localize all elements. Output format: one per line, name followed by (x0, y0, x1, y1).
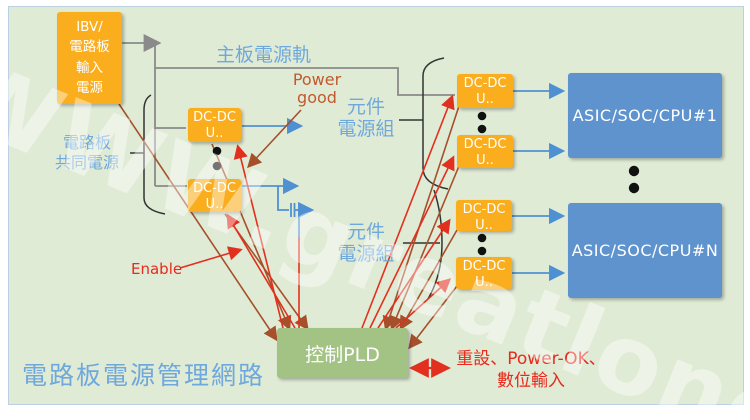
ibv-monitor-line (118, 103, 278, 342)
component-group-line: 元件 (346, 96, 386, 118)
ibv-box-label: IBV/ (76, 19, 103, 35)
control-pld-label: 控制PLD (305, 343, 380, 366)
power-good-pointer-arrow (247, 109, 302, 169)
ibv-box-label: 輸入 (76, 59, 103, 76)
dcdc-box-label: DC-DC (193, 181, 236, 196)
control-pld-box: 控制PLD (277, 328, 408, 378)
power-good-label-line: Power (292, 70, 342, 89)
dcdcB1-monitor-line (399, 229, 458, 331)
dcdcA2-monitor-line (389, 165, 460, 331)
brace-board-common (143, 94, 166, 215)
dcdcA1-monitor-line (382, 105, 460, 331)
ibv-input-power-box: IBV/ 電路板 輸入 電源 (57, 12, 122, 104)
main-rail-label: 主板電源軌 (216, 44, 312, 66)
ibv-box-label: 電源 (76, 79, 103, 96)
enable-dcdcB2 (395, 278, 452, 329)
reset-io-line: 重設、Power-OK、 (456, 349, 606, 369)
asic1-box: ASIC/SOC/CPU#1 (568, 73, 722, 158)
dcdc-box-label: DC-DC (462, 202, 506, 217)
dcdc-box-label: DC-DC (462, 259, 506, 274)
dcdcB2-monitor-line (408, 285, 458, 350)
component-group-line: 元件 (346, 221, 386, 243)
reset-io-line: 數位輸入 (497, 371, 565, 392)
dcdc-box-label: U.. (205, 197, 224, 213)
dcdc-box-label: U.. (476, 92, 494, 108)
ellipsis-dots (212, 111, 640, 256)
mosfet-icon (290, 203, 306, 237)
component-group-line: 電源組 (337, 117, 395, 140)
enable-dcdcB1 (377, 218, 451, 329)
component-group-label-lower: 元件 電源組 (337, 221, 395, 266)
enable-dcdcA1 (361, 94, 455, 329)
dcdc-box-label: U.. (475, 275, 493, 291)
enable-dcdcA2 (369, 155, 455, 329)
brace-upper-group (422, 57, 449, 190)
enable-lines (179, 94, 455, 378)
dcdc-box-label: U.. (205, 126, 224, 142)
brace-lower-group (427, 189, 443, 300)
enable-label: Enable (131, 260, 183, 278)
dcdc-box-label: DC-DC (463, 137, 507, 152)
power-good-label-line: good (297, 88, 337, 108)
component-group-label-upper: 元件 電源組 (337, 96, 395, 141)
main-rail-line (155, 67, 455, 96)
enable-dcdc2 (226, 213, 296, 329)
dcdc-converter-box-left1: DC-DC U.. (188, 108, 241, 142)
component-group-line: 電源組 (337, 242, 395, 265)
dcdc-converter-box-rightB2: DC-DC U.. (456, 257, 512, 291)
dcdc2-branch-down (277, 186, 289, 211)
dcdc-box-label: U.. (475, 218, 493, 234)
enable-pointer-arrow (179, 246, 243, 269)
reset-io-label: 重設、Power-OK、 數位輸入 (452, 348, 610, 392)
blue-output-arrows (242, 82, 566, 282)
dcdc-converter-box-rightB1: DC-DC U.. (456, 200, 512, 234)
board-common-power-label: 電路板 共同電源 (55, 133, 119, 173)
diagram-title: 電路板電源管理網路 (22, 361, 266, 390)
power-good-label: Power good (292, 70, 342, 108)
grouping-braces (130, 57, 449, 300)
dcdc-box-label: DC-DC (463, 76, 507, 91)
asicN-box-label: ASIC/SOC/CPU#N (571, 241, 719, 260)
board-common-line: 電路板 (62, 133, 112, 152)
asicN-box: ASIC/SOC/CPU#N (568, 203, 722, 298)
dcdc-box-label: DC-DC (193, 110, 236, 125)
enable-dcdc1 (233, 144, 284, 329)
board-common-line: 共同電源 (54, 153, 120, 172)
dcdc-converter-box-rightA1: DC-DC U.. (457, 74, 513, 108)
power-good-monitor-lines (118, 103, 460, 350)
gray-power-lines (122, 34, 455, 187)
dcdc-converter-box-rightA2: DC-DC U.. (457, 135, 513, 168)
dcdc-box-label: U.. (476, 153, 494, 169)
dcdc-converter-box-left2: DC-DC U.. (188, 179, 241, 212)
asic1-box-label: ASIC/SOC/CPU#1 (572, 106, 718, 125)
ibv-box-label: 電路板 (69, 39, 110, 56)
